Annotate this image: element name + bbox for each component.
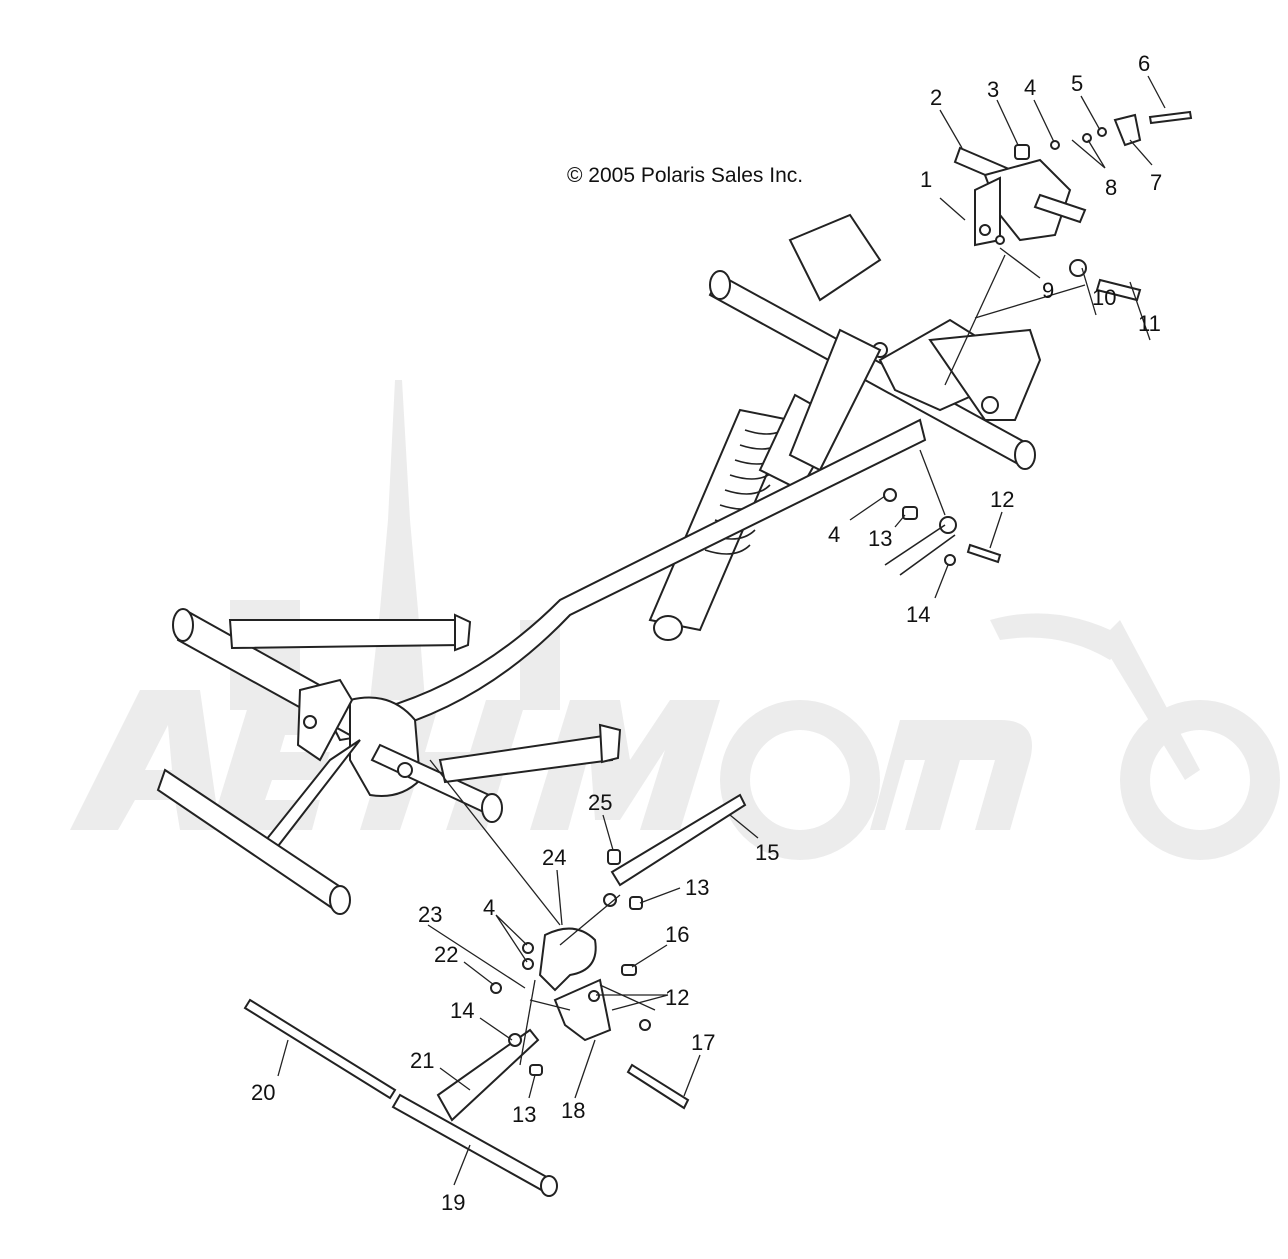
callout-24-label: 24 (542, 845, 566, 870)
callout-16-label: 16 (665, 922, 689, 947)
callout-13b-label: 13 (685, 875, 709, 900)
callout-3-label: 3 (987, 77, 999, 102)
shock-absorber (648, 328, 882, 641)
callout-1-label: 2 (930, 85, 942, 110)
callout-17-label: 17 (691, 1030, 715, 1055)
front-arm-assembly (156, 608, 622, 915)
callout-22-label: 22 (434, 942, 458, 967)
callout-23-label: 23 (418, 902, 442, 927)
callout-25-label: 25 (588, 790, 612, 815)
callout-13c-label: 13 (512, 1102, 536, 1127)
callout-9-label: 9 (1042, 278, 1054, 303)
callout-21-label: 21 (410, 1048, 434, 1073)
lower-exploded-parts (243, 259, 1142, 1197)
callout-12-label: 12 (990, 487, 1014, 512)
callout-7-label: 7 (1150, 170, 1162, 195)
callout-18-label: 18 (561, 1098, 585, 1123)
callout-labels: 2 3 4 5 6 7 8 1 9 10 11 12 4 13 14 25 15… (251, 51, 1162, 1215)
callout-10-label: 10 (1092, 285, 1116, 310)
callout-4b-label: 4 (828, 522, 840, 547)
callout-12b-label: 12 (665, 985, 689, 1010)
callout-8-label: 8 (1105, 175, 1117, 200)
copyright-text: © 2005 Polaris Sales Inc. (567, 164, 803, 187)
callout-19-label: 19 (441, 1190, 465, 1215)
callout-1b-label: 1 (920, 167, 932, 192)
callout-4-label: 4 (1024, 75, 1036, 100)
callout-11-label: 11 (1138, 311, 1161, 336)
callout-5-label: 5 (1071, 71, 1083, 96)
callout-15-label: 15 (755, 840, 779, 865)
callout-leaders (277, 75, 1166, 1186)
upper-bracket-assembly (953, 110, 1193, 247)
callout-13-label: 13 (868, 526, 892, 551)
callout-4c-label: 4 (483, 895, 495, 920)
callout-14b-label: 14 (450, 998, 474, 1023)
callout-20-label: 20 (251, 1080, 275, 1105)
assembly-lines (429, 254, 1086, 1066)
callout-6-label: 6 (1138, 51, 1150, 76)
callout-14-label: 14 (906, 602, 930, 627)
